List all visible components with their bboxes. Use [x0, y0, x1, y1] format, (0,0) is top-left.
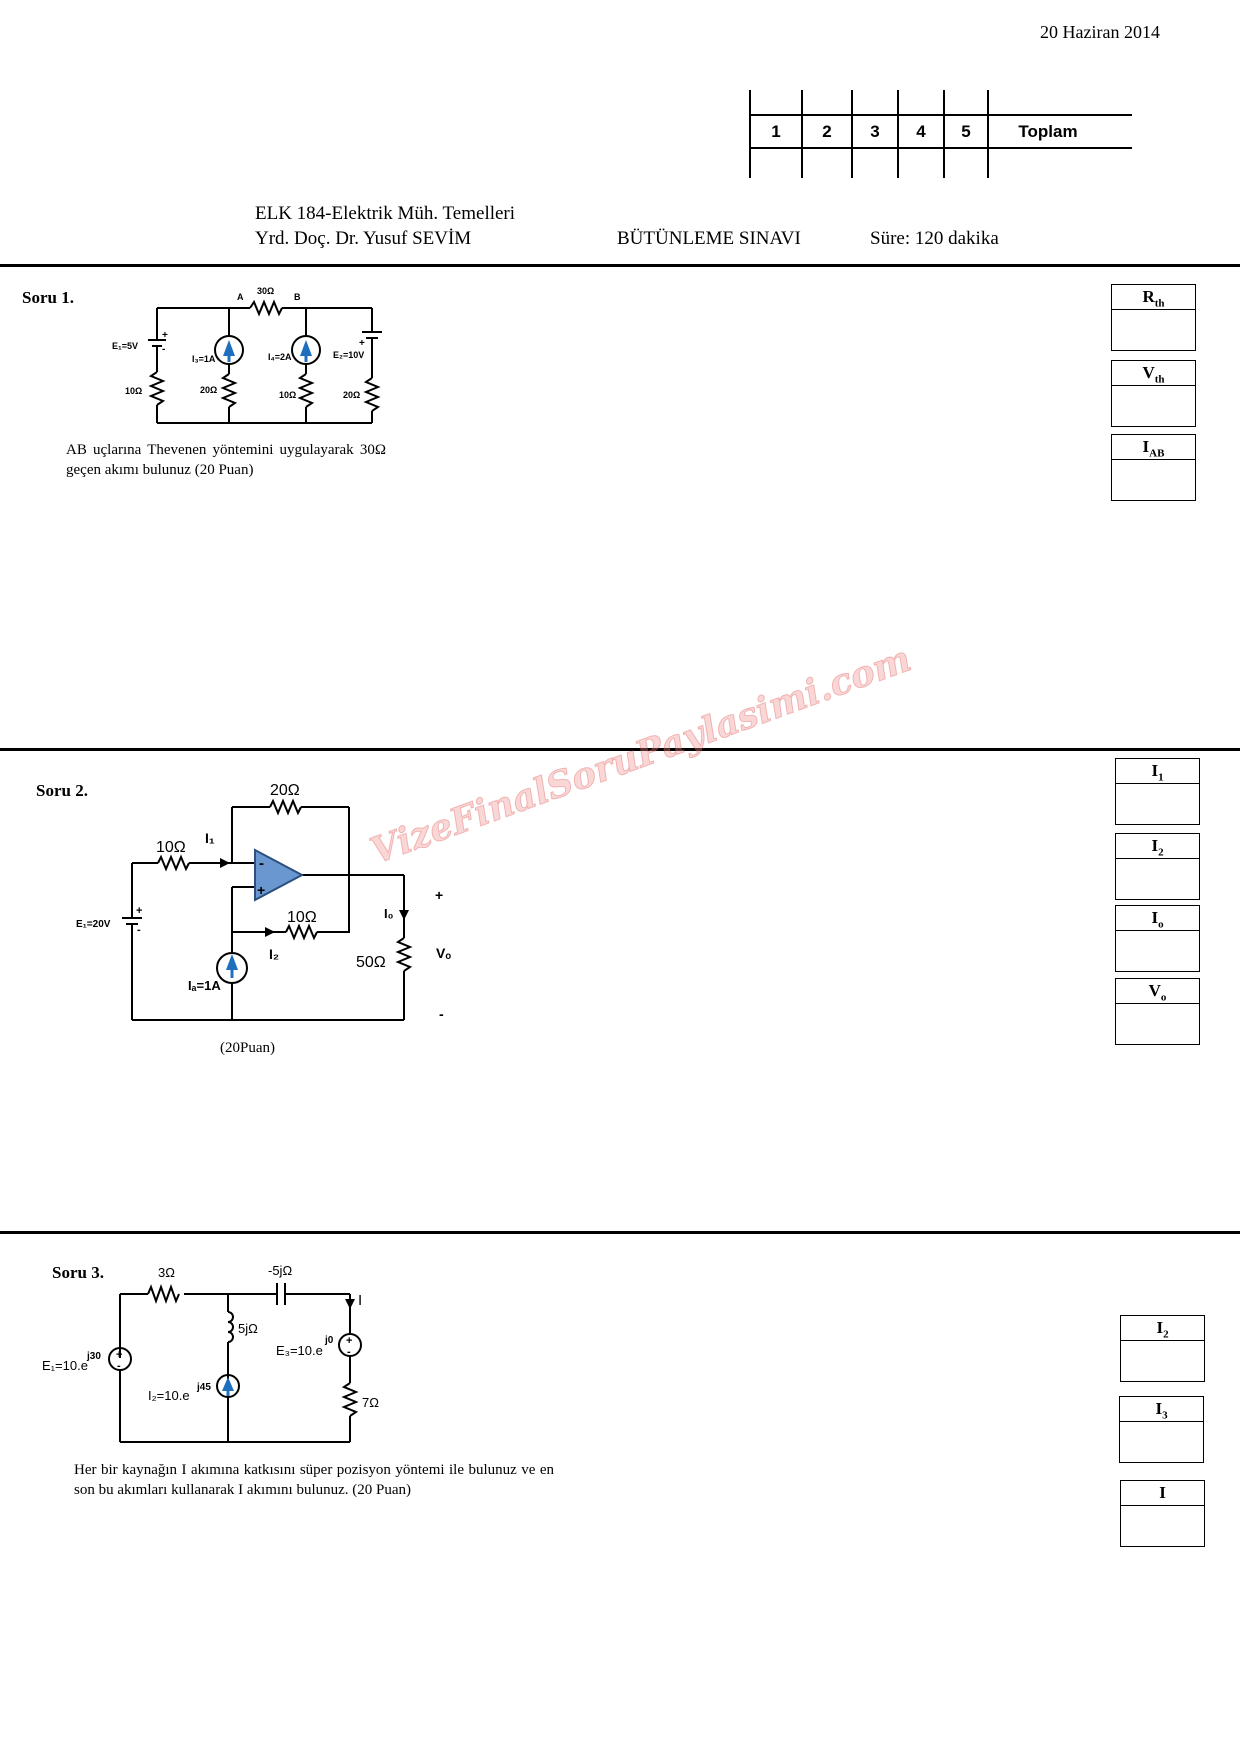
answer-label: I	[1159, 1483, 1166, 1502]
exam-date: 20 Haziran 2014	[1040, 22, 1160, 42]
q3-e1-exp: j30	[86, 1351, 101, 1362]
answer-label-sub: th	[1154, 373, 1165, 386]
answer-box-vth[interactable]: Vth	[1111, 360, 1196, 427]
svg-text:+: +	[136, 905, 142, 917]
q2-label: Soru 2.	[36, 781, 88, 800]
q2-vo-label: Vₒ	[436, 945, 451, 961]
q2-rf-label: 20Ω	[270, 782, 300, 799]
q3-r2-label: 7Ω	[362, 1395, 379, 1410]
q3-l-label: 5jΩ	[238, 1321, 258, 1336]
q2-opamp-plus: +	[257, 882, 265, 898]
q3-r1-label: 3Ω	[158, 1265, 175, 1280]
q1-i4-label: I₄=2A	[268, 352, 292, 362]
answer-box-q3-i[interactable]: I	[1120, 1480, 1205, 1547]
q3-e1-label: E₁=10.e	[42, 1358, 88, 1373]
divider	[0, 264, 1240, 267]
svg-text:+: +	[346, 1335, 352, 1347]
answer-label: I	[1151, 836, 1159, 855]
exam-title: BÜTÜNLEME SINAVI	[617, 228, 801, 249]
score-col-4: 4	[916, 122, 926, 141]
svg-text:-: -	[347, 1346, 351, 1358]
answer-label: R	[1142, 287, 1155, 306]
answer-box-rth[interactable]: Rth	[1111, 284, 1196, 351]
q3-circuit: + - + - 3Ω -5jΩ I 5jΩ 7Ω E₁=10.e j30 I₂=…	[42, 1263, 379, 1443]
svg-text:-: -	[162, 344, 165, 355]
answer-label-sub: 1	[1158, 771, 1164, 784]
answer-box-iab[interactable]: IAB	[1111, 434, 1196, 501]
q1-label: Soru 1.	[22, 288, 74, 307]
answer-box-q3-i3[interactable]: I3	[1119, 1396, 1204, 1463]
exam-duration: Süre: 120 dakika	[870, 228, 999, 249]
q1-text: AB uçlarına Thevenen yöntemini uygulayar…	[66, 442, 386, 478]
answer-label-sub: AB	[1149, 447, 1165, 460]
q2-opamp-minus: -	[259, 855, 264, 872]
svg-text:-: -	[137, 924, 141, 936]
answer-label: I	[1151, 908, 1159, 927]
answer-label: V	[1148, 981, 1161, 1000]
q3-i-label: I	[358, 1292, 362, 1309]
answer-box-i2[interactable]: I2	[1115, 833, 1200, 900]
watermark: VizeFinalSoruPaylasimi.com	[364, 637, 917, 873]
q3-c-label: -5jΩ	[268, 1263, 292, 1278]
q2-points: (20Puan)	[220, 1040, 275, 1056]
divider	[0, 1231, 1240, 1234]
course-title: ELK 184-Elektrik Müh. Temelleri	[255, 203, 516, 224]
q2-e1-label: E₁=20V	[76, 919, 111, 930]
answer-label: I	[1156, 1318, 1164, 1337]
q3-e3-exp: j0	[324, 1335, 334, 1346]
q2-i0-label: I₀	[384, 906, 394, 921]
q1-e1-label: E₁=5V	[112, 341, 138, 351]
answer-label-sub: 3	[1162, 1409, 1168, 1422]
q3-label: Soru 3.	[52, 1263, 104, 1282]
q1-e2-label: E₂=10V	[333, 350, 364, 360]
answer-box-vo[interactable]: Vo	[1115, 978, 1200, 1045]
q3-text: Her bir kaynağın I akımına katkısını süp…	[74, 1462, 554, 1498]
score-col-2: 2	[822, 122, 831, 141]
answer-label: I	[1142, 437, 1150, 456]
answer-box-q3-i2[interactable]: I2	[1120, 1315, 1205, 1382]
q1-r1-label: 10Ω	[125, 386, 142, 396]
score-col-5: 5	[961, 122, 970, 141]
answer-label: I	[1155, 1399, 1163, 1418]
answer-box-io[interactable]: Io	[1115, 905, 1200, 972]
answer-label: V	[1142, 363, 1155, 382]
q2-ia-label: Iₐ=1A	[188, 978, 221, 993]
q1-node-b: B	[294, 292, 301, 302]
answer-label-sub: th	[1154, 297, 1165, 310]
q2-rin-label: 10Ω	[156, 839, 186, 856]
q2-circuit: 20Ω 10Ω I₁ 10Ω I₂ Iₐ=1A I₀ 50Ω Vₒ + - E₁…	[76, 782, 451, 1022]
q1-node-a: A	[237, 292, 244, 302]
answer-label-sub: 2	[1163, 1328, 1169, 1341]
q2-minus-label: -	[439, 1006, 444, 1022]
score-col-total: Toplam	[1018, 122, 1077, 141]
q1-i3-label: I₃=1A	[192, 354, 216, 364]
q2-rl-label: 50Ω	[356, 954, 386, 971]
q1-r-ab-label: 30Ω	[257, 286, 274, 296]
answer-label-sub: o	[1160, 991, 1167, 1004]
q3-i2-label: I₂=10.e	[148, 1388, 190, 1403]
q1-r3-label: 10Ω	[279, 390, 296, 400]
q1-circuit: 30Ω A B E₁=5V I₃=1A I₄=2A E₂=10V 10Ω 20Ω…	[112, 286, 382, 424]
q3-i2-exp: j45	[196, 1382, 211, 1393]
svg-text:+: +	[359, 338, 365, 349]
q1-r2-label: 20Ω	[200, 385, 217, 395]
answer-label-sub: o	[1158, 918, 1164, 931]
svg-text:+: +	[162, 330, 168, 341]
svg-text:+: +	[116, 1349, 122, 1361]
q2-i1-label: I₁	[205, 830, 215, 846]
divider	[0, 748, 1240, 751]
instructor: Yrd. Doç. Dr. Yusuf SEVİM	[255, 228, 472, 249]
answer-label-sub: 2	[1158, 846, 1164, 859]
q2-i2-label: I₂	[269, 946, 279, 962]
score-col-1: 1	[771, 122, 780, 141]
svg-text:-: -	[117, 1360, 121, 1372]
answer-box-i1[interactable]: I1	[1115, 758, 1200, 825]
q3-e3-label: E₃=10.e	[276, 1343, 323, 1358]
score-table: 1 2 3 4 5 Toplam	[749, 90, 1132, 178]
q1-r4-label: 20Ω	[343, 390, 360, 400]
score-col-3: 3	[870, 122, 879, 141]
answer-label: I	[1151, 761, 1159, 780]
q2-rmid-label: 10Ω	[287, 909, 317, 926]
q2-plus-label: +	[435, 887, 443, 903]
